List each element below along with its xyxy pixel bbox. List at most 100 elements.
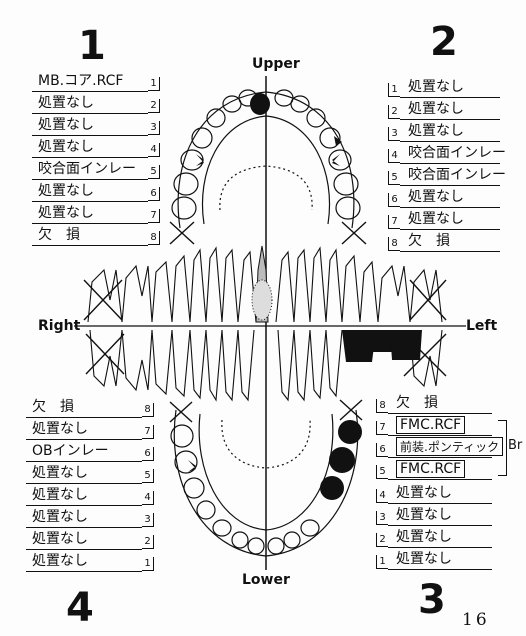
q3-entry-7: 7 FMC.RCF <box>376 416 492 436</box>
entry-text: 処置なし <box>396 504 452 524</box>
q2-entry-3: 3 処置なし <box>388 122 500 142</box>
entry-text: 処置なし <box>32 506 88 526</box>
q2-entry-7: 7 処置なし <box>388 210 500 230</box>
q4-entry-8: 欠 損 8 <box>26 398 154 418</box>
q1-entry-2: 処置なし 2 <box>32 94 160 114</box>
q1-entry-6: 処置なし 6 <box>32 182 160 202</box>
tooth-number: 5 <box>148 165 160 179</box>
tooth-number: 5 <box>142 469 154 483</box>
tooth-number: 4 <box>148 143 160 157</box>
entry-text: 欠 損 <box>32 396 74 416</box>
pontic-lower-occlusal-6 <box>329 447 355 473</box>
crown-lower-occlusal-7 <box>338 420 362 444</box>
q4-entry-4: 処置なし 4 <box>26 486 154 506</box>
inlay-mark-lower-right <box>188 460 196 472</box>
tooth-number: 3 <box>148 121 160 135</box>
q1-entry-4: 処置なし 4 <box>32 138 160 158</box>
q3-entry-3: 3 処置なし <box>376 506 492 526</box>
tooth-number: 5 <box>376 465 388 479</box>
tooth-number: 1 <box>388 83 400 97</box>
entry-text: 処置なし <box>38 92 94 112</box>
tooth-number: 3 <box>376 511 388 525</box>
entry-text: 処置なし <box>396 548 452 568</box>
q3-entry-5: 5 FMC.RCF <box>376 460 492 480</box>
entry-text: 処置なし <box>408 120 464 140</box>
tooth-number: 6 <box>376 443 388 457</box>
entry-text: FMC.RCF <box>396 416 465 434</box>
q2-entry-1: 1 処置なし <box>388 78 500 98</box>
tooth-number: 5 <box>388 171 400 185</box>
q4-entry-2: 処置なし 2 <box>26 530 154 550</box>
tooth-number: 2 <box>148 99 160 113</box>
tooth-number: 2 <box>142 535 154 549</box>
tooth-number: 1 <box>148 77 160 91</box>
treated-tooth-11 <box>250 93 270 115</box>
tooth-number: 4 <box>142 491 154 505</box>
tooth-number: 2 <box>388 105 400 119</box>
missing-upper-8s <box>170 222 366 244</box>
tooth-number: 8 <box>148 231 160 245</box>
entry-text: 欠 損 <box>408 230 450 250</box>
entry-text: 前装.ポンティック <box>396 437 503 456</box>
tooth-number: 7 <box>376 421 388 435</box>
q1-entry-8: 欠 損 8 <box>32 226 160 246</box>
inlay-mark-upper-right <box>196 154 204 166</box>
q2-entry-6: 6処置なし <box>388 188 500 208</box>
entry-text: MB.コア.RCF <box>38 70 123 90</box>
q2-entry-8: 8 欠 損 <box>388 232 500 252</box>
tooth-number: 8 <box>142 403 154 417</box>
entry-text: 処置なし <box>38 180 94 200</box>
tooth-number: 8 <box>388 237 400 251</box>
entry-text: 処置なし <box>396 482 452 502</box>
tooth-number: 4 <box>388 149 400 163</box>
tooth-number: 2 <box>376 533 388 547</box>
tooth-number: 7 <box>142 425 154 439</box>
bridge-label: Br <box>508 438 522 453</box>
entry-text: 欠 損 <box>396 392 438 412</box>
tooth-number: 4 <box>376 489 388 503</box>
entry-text: 処置なし <box>32 418 88 438</box>
q4-entry-5: 処置なし 5 <box>26 464 154 484</box>
tooth-number: 6 <box>148 187 160 201</box>
entry-text: 処置なし <box>38 202 94 222</box>
entry-text: 処置なし <box>38 136 94 156</box>
page-number: 16 <box>462 610 490 630</box>
entry-text: 処置なし <box>408 98 464 118</box>
entry-text: 処置なし <box>32 528 88 548</box>
tooth-number: 1 <box>142 557 154 571</box>
entry-text: 咬合面インレー <box>408 164 506 184</box>
tooth-number: 3 <box>388 127 400 141</box>
entry-text: 咬合面インレー <box>38 158 136 178</box>
entry-text: 処置なし <box>32 484 88 504</box>
entry-text: 咬合面インレー <box>408 142 506 162</box>
crown-lower-occlusal-5 <box>320 476 344 500</box>
entry-text: FMC.RCF <box>396 460 465 478</box>
entry-text: 処置なし <box>32 550 88 570</box>
entry-text: 欠 損 <box>38 224 80 244</box>
crown-lower-7 <box>390 330 422 360</box>
q4-entry-1: 処置なし 1 <box>26 552 154 572</box>
q4-entry-7: 処置なし 7 <box>26 420 154 440</box>
q3-entry-4: 4 処置なし <box>376 484 492 504</box>
bridge-bracket <box>498 420 507 476</box>
q2-entry-2: 2 処置なし <box>388 100 500 120</box>
tooth-number: 6 <box>388 193 400 207</box>
tooth-number: 7 <box>388 215 400 229</box>
q1-entry-1: MB.コア.RCF 1 <box>32 72 160 92</box>
tooth-number: 8 <box>376 399 388 413</box>
entry-text: 処置なし <box>32 462 88 482</box>
entry-text: 処置なし <box>408 208 464 228</box>
entry-text: 処置なし <box>408 76 464 96</box>
inlay-mark-upper-left <box>332 154 340 166</box>
entry-text: OBインレー <box>32 440 109 460</box>
